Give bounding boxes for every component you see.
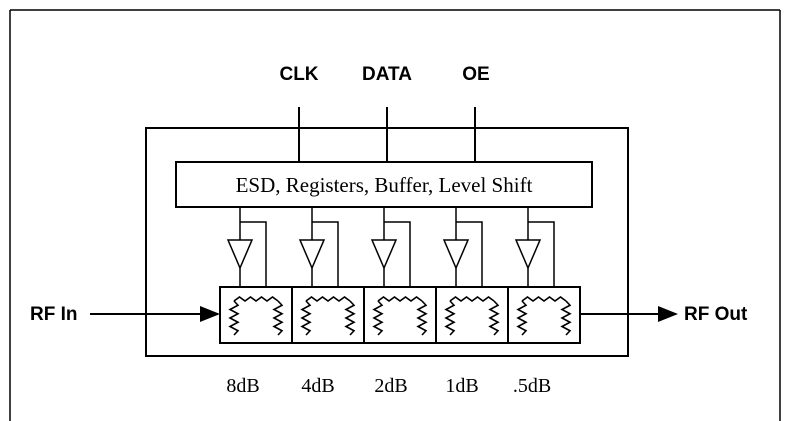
clk-label: CLK bbox=[279, 64, 318, 85]
control-block-label: ESD, Registers, Buffer, Level Shift bbox=[236, 173, 533, 197]
stage-label-0: 8dB bbox=[226, 375, 259, 397]
stage-label-2: 2dB bbox=[374, 375, 407, 397]
data-label: DATA bbox=[362, 64, 412, 85]
rf-out-label: RF Out bbox=[684, 304, 748, 325]
oe-label: OE bbox=[462, 64, 489, 85]
buffer-icon bbox=[370, 207, 411, 287]
resistor-network-icon bbox=[372, 296, 428, 336]
stage-label-3: 1dB bbox=[445, 375, 478, 397]
stage-label-4: .5dB bbox=[513, 375, 551, 397]
buffer-icon bbox=[514, 207, 555, 287]
resistor-network-icon bbox=[300, 296, 356, 336]
rf-in-label: RF In bbox=[30, 304, 78, 325]
stage-label-1: 4dB bbox=[301, 375, 334, 397]
resistor-network-icon bbox=[516, 296, 572, 336]
outer-frame bbox=[9, 9, 781, 421]
driver-stages bbox=[226, 207, 555, 287]
attenuator-cells bbox=[219, 286, 581, 344]
buffer-icon bbox=[442, 207, 483, 287]
resistor-network-icon bbox=[228, 296, 284, 336]
resistor-network-icon bbox=[444, 296, 500, 336]
stage-labels: 8dB 4dB 2dB 1dB .5dB bbox=[226, 375, 551, 397]
buffer-icon bbox=[298, 207, 339, 287]
buffer-icon bbox=[226, 207, 267, 287]
